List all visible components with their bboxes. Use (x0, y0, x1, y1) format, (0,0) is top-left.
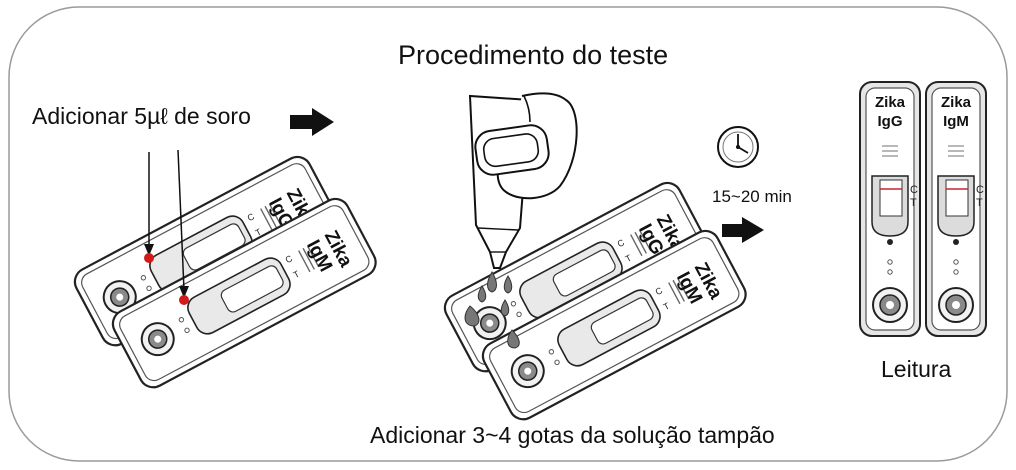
step1-cassette-igm: Zika IgM (106, 192, 382, 394)
result-igg-line1: Zika (875, 94, 906, 111)
clock-icon (717, 126, 759, 168)
sample-drop-igm (179, 295, 189, 305)
result-cassette-igm: Zika IgM C T (925, 81, 987, 337)
hand-icon (474, 92, 578, 200)
incubation-time: 15~20 min (712, 187, 792, 206)
right-arrow-icon (290, 108, 334, 136)
right-arrow-icon (722, 217, 764, 243)
step2-cassette-igm: Zika IgM (476, 224, 752, 426)
result-igm-c: C (976, 184, 984, 196)
result-igm-t: T (976, 197, 983, 209)
step1-label: Adicionar 5µℓ de soro (32, 103, 251, 129)
result-igg-line2: IgG (878, 113, 903, 130)
result-label: Leitura (881, 356, 952, 382)
result-igg-c: C (910, 184, 918, 196)
step2-label: Adicionar 3~4 gotas da solução tampão (370, 422, 775, 448)
result-igm-line2: IgM (943, 113, 969, 130)
buffer-drop-icon (464, 271, 520, 349)
diagram-title: Procedimento do teste (398, 40, 669, 70)
result-igm-line1: Zika (941, 94, 972, 111)
result-cassette-igg: Zika IgG C T (859, 81, 921, 337)
step2-cassette-igg: Zika IgG (438, 176, 714, 378)
sample-drop-igg (144, 253, 154, 263)
sample-arrow-icon (144, 149, 189, 298)
result-igg-t: T (910, 197, 917, 209)
